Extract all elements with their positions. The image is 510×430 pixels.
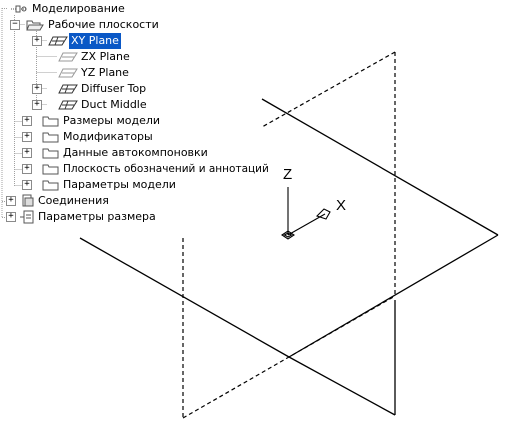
tree-item-label: ZX Plane <box>81 50 130 63</box>
tree-item-dimension-params[interactable]: + Параметры размера <box>0 209 200 225</box>
tree-item-yz-plane[interactable]: YZ Plane <box>0 65 160 81</box>
axis-x-label: X <box>336 197 346 214</box>
plane-icon <box>58 82 78 101</box>
dimension-params-icon <box>20 210 36 229</box>
tree-item-xy-plane[interactable]: + XY Plane <box>0 33 160 49</box>
tree-item-zx-plane[interactable]: ZX Plane <box>0 49 160 65</box>
plane-icon <box>58 50 78 69</box>
expand-toggle[interactable]: + <box>22 148 32 158</box>
tree-item-label: Размеры модели <box>63 114 161 127</box>
expand-toggle[interactable]: + <box>22 116 32 126</box>
plane-icon <box>48 34 68 53</box>
ucs-icon <box>281 187 331 240</box>
tree-item-model-dimensions[interactable]: + Размеры модели <box>0 113 200 129</box>
tree-item-modifiers[interactable]: + Модификаторы <box>0 129 200 145</box>
expand-toggle[interactable]: + <box>6 196 16 206</box>
tree-item-label: Соединения <box>38 194 109 207</box>
expand-toggle[interactable]: + <box>32 36 42 46</box>
open-folder-icon <box>26 18 44 37</box>
plane-icon <box>58 98 78 117</box>
expand-toggle[interactable]: + <box>22 132 32 142</box>
tree-item-label: Рабочие плоскости <box>48 18 159 31</box>
folder-icon <box>42 130 60 149</box>
expand-toggle[interactable]: + <box>22 164 32 174</box>
tree-item-label: YZ Plane <box>81 66 129 79</box>
tree-item-label: Параметры размера <box>38 210 156 223</box>
folder-icon <box>42 146 60 165</box>
axis-z-label: Z <box>283 166 292 183</box>
tree-item-label: Плоскость обозначений и аннотаций <box>63 163 269 175</box>
modeling-icon <box>10 2 28 21</box>
folder-icon <box>42 114 60 133</box>
tree-item-label: Diffuser Top <box>81 82 147 95</box>
plane-icon <box>58 66 78 85</box>
expand-toggle[interactable]: + <box>32 100 42 110</box>
expand-toggle[interactable]: + <box>22 180 32 190</box>
tree-item-label: Модификаторы <box>63 130 153 143</box>
folder-icon <box>42 162 60 181</box>
tree-item-work-planes[interactable]: − Рабочие плоскости <box>0 17 220 33</box>
collapse-toggle[interactable]: − <box>10 20 20 30</box>
tree-item-duct-middle[interactable]: + Duct Middle <box>0 97 180 113</box>
connections-icon <box>20 194 36 213</box>
expand-toggle[interactable]: + <box>32 84 42 94</box>
tree-item-label: Параметры модели <box>63 178 176 191</box>
tree-item-diffuser-top[interactable]: + Diffuser Top <box>0 81 180 97</box>
tree-item-autolayout-data[interactable]: + Данные автокомпоновки <box>0 145 220 161</box>
folder-icon <box>42 178 60 197</box>
tree-item-label: XY Plane <box>69 33 121 49</box>
tree-item-model-parameters[interactable]: + Параметры модели <box>0 177 220 193</box>
tree-item-connections[interactable]: + Соединения <box>0 193 200 209</box>
tree-item-label: Моделирование <box>32 2 125 15</box>
tree-item-label: Данные автокомпоновки <box>63 146 208 159</box>
tree-item-modeling[interactable]: Моделирование <box>0 1 200 17</box>
expand-toggle[interactable]: + <box>6 212 16 222</box>
tree-item-annotation-plane[interactable]: + Плоскость обозначений и аннотаций <box>0 161 269 177</box>
tree-item-label: Duct Middle <box>81 98 147 111</box>
dashed-plane-outline <box>182 51 396 419</box>
